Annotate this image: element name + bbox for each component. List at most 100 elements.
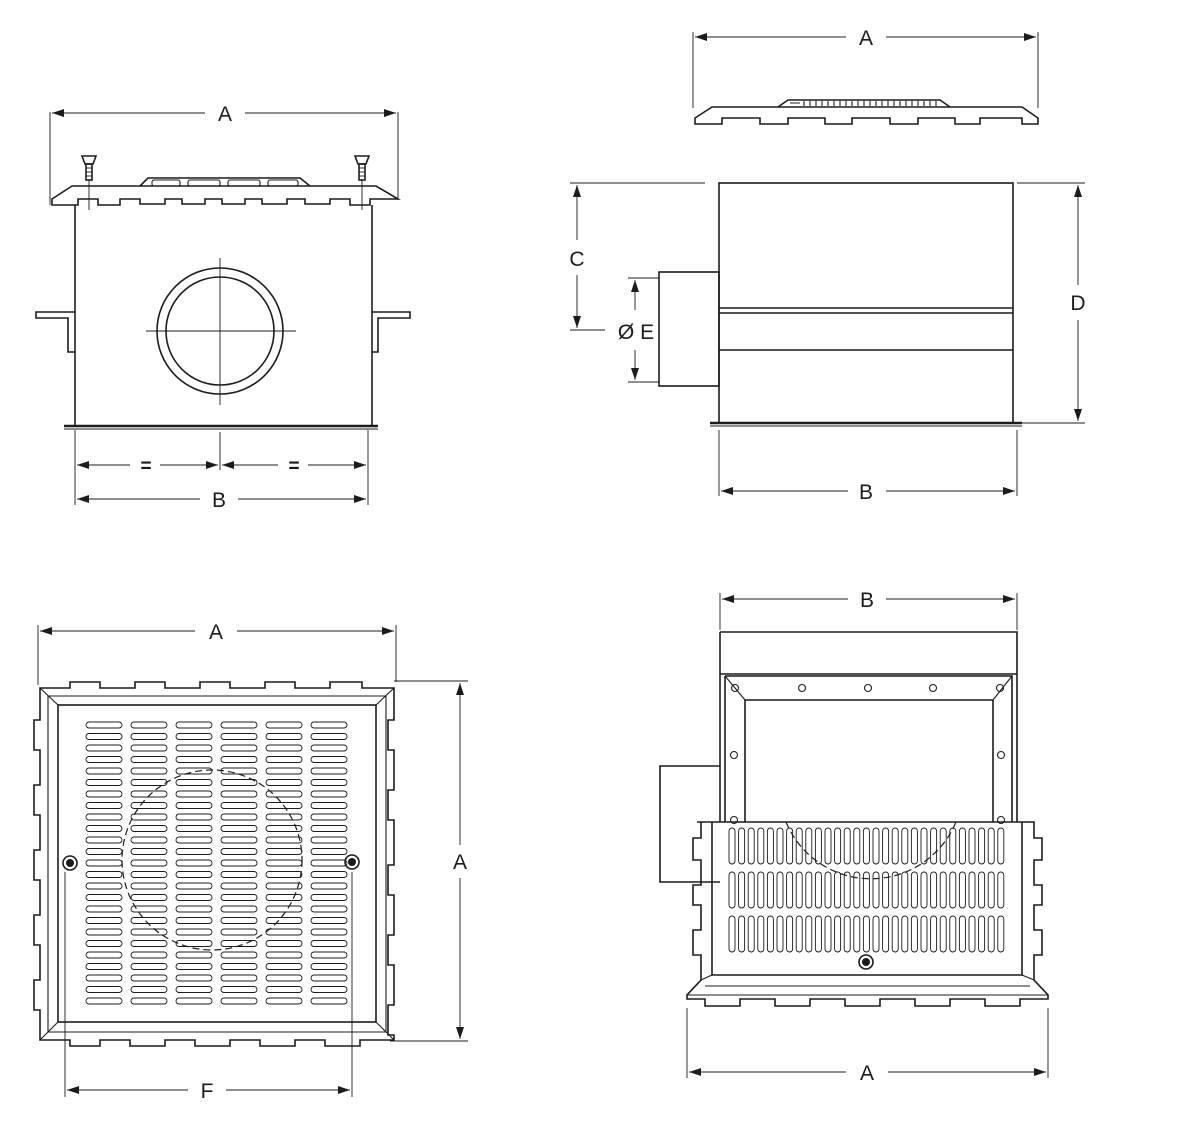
grate-slot xyxy=(853,871,861,909)
plan-screw-left xyxy=(62,855,78,871)
grate-slot xyxy=(310,997,348,1005)
grate-slot xyxy=(757,827,765,865)
grate-slot xyxy=(930,827,938,865)
grate-slot xyxy=(795,871,803,909)
side-dim-c: C xyxy=(569,182,705,331)
grate-slot xyxy=(130,882,168,890)
grate-slot xyxy=(891,827,899,865)
grate-slot xyxy=(265,917,303,924)
grate-slot xyxy=(901,871,909,909)
grate-slot xyxy=(958,871,966,909)
grate-slot xyxy=(130,894,168,901)
grate-slot xyxy=(220,940,258,947)
side-dim-d: D xyxy=(1017,182,1086,424)
grate-slot xyxy=(265,779,303,786)
grate-slot xyxy=(978,871,986,909)
grate-slot xyxy=(85,986,123,993)
grate-slot xyxy=(85,825,123,832)
front-equal-label-right: = xyxy=(288,456,299,477)
grate-slot xyxy=(130,917,168,924)
grate-slot xyxy=(958,915,966,953)
grate-slot xyxy=(85,756,123,763)
grate-slot xyxy=(310,905,348,913)
grate-slot xyxy=(130,744,168,752)
side-dim-c-label: C xyxy=(569,248,584,271)
grate-slot xyxy=(130,825,168,832)
grate-slot xyxy=(175,836,213,844)
plan-grate-frame xyxy=(57,704,377,1023)
grate-slot xyxy=(220,848,258,855)
grate-slot xyxy=(310,825,348,832)
side-view: A C xyxy=(569,27,1085,504)
grate-slot xyxy=(265,963,303,970)
grate-slot xyxy=(920,915,928,953)
grate-slot xyxy=(997,827,1005,865)
grate-slot xyxy=(265,905,303,913)
grate-slot xyxy=(220,721,258,729)
grate-slot xyxy=(220,871,258,878)
perspective-view: B xyxy=(659,589,1049,1085)
grate-slot xyxy=(220,744,258,752)
grate-slot xyxy=(949,915,957,953)
grate-slot xyxy=(85,882,123,890)
grate-slot xyxy=(920,827,928,865)
plan-screw-right xyxy=(344,854,360,870)
grate-slot xyxy=(310,848,348,855)
grate-slot xyxy=(175,963,213,970)
grate-slot xyxy=(85,802,123,809)
grate-slot xyxy=(786,915,794,953)
grate-slot xyxy=(85,790,123,798)
grate-slot xyxy=(265,836,303,844)
grate-slot xyxy=(939,827,947,865)
grate-slot xyxy=(795,915,803,953)
plan-dim-a-top: A xyxy=(37,621,397,685)
grate-slot xyxy=(175,756,213,763)
grate-slot xyxy=(220,905,258,913)
grate-slot xyxy=(130,848,168,855)
grate-slot xyxy=(834,827,842,865)
front-dim-a-label: A xyxy=(218,103,232,126)
grate-slot xyxy=(265,813,303,821)
grate-slot xyxy=(910,915,918,953)
grate-slot xyxy=(310,756,348,763)
grate-slot xyxy=(220,997,258,1005)
grate-slot xyxy=(220,733,258,740)
front-view: A xyxy=(35,103,411,512)
grate-slot xyxy=(220,917,258,924)
front-dim-a: A xyxy=(49,103,399,205)
grate-slot xyxy=(776,827,784,865)
side-dim-b: B xyxy=(718,430,1018,504)
grate-slot xyxy=(175,848,213,855)
grate-slot xyxy=(85,871,123,878)
persp-grate xyxy=(686,821,1049,1007)
grate-slot xyxy=(220,767,258,775)
grate-slot xyxy=(862,871,870,909)
grate-slot xyxy=(805,915,813,953)
grate-slot xyxy=(958,827,966,865)
grate-slot xyxy=(85,928,123,936)
grate-slot xyxy=(939,915,947,953)
grate-slot xyxy=(175,744,213,752)
grate-slot xyxy=(85,905,123,913)
grate-slot xyxy=(130,779,168,786)
plan-dim-a-right-label: A xyxy=(453,851,467,874)
grate-slot xyxy=(310,986,348,993)
grate-slot xyxy=(997,915,1005,953)
grate-slot xyxy=(310,767,348,775)
side-dim-a: A xyxy=(692,27,1039,108)
plan-view: A A xyxy=(33,621,468,1103)
grate-slot xyxy=(265,802,303,809)
plan-grate-slots xyxy=(85,721,348,1005)
grate-slot xyxy=(814,827,822,865)
grate-slot xyxy=(265,790,303,798)
grate-slot xyxy=(85,917,123,924)
grate-slot xyxy=(130,790,168,798)
side-dim-d-label: D xyxy=(1070,292,1085,315)
grate-slot xyxy=(853,827,861,865)
grate-slot xyxy=(175,997,213,1005)
grate-slot xyxy=(175,721,213,729)
grate-slot xyxy=(910,871,918,909)
grate-slot xyxy=(85,813,123,821)
grate-slot xyxy=(175,790,213,798)
